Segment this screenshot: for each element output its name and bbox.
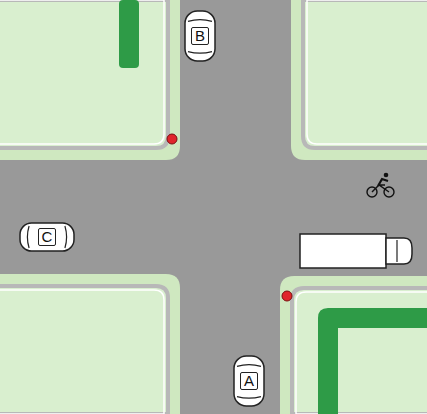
car: A: [233, 355, 265, 407]
curb-line: [292, 288, 427, 414]
city-block: [291, 0, 427, 160]
hedge: [318, 308, 427, 414]
pedestrian-dot: [167, 134, 177, 144]
car-label: A: [240, 372, 258, 390]
curb-line: [0, 290, 164, 414]
city-block: [280, 276, 427, 414]
pedestrian-dot: [282, 291, 292, 301]
curb-line: [307, 0, 427, 144]
city-block: [0, 0, 180, 160]
curb-line: [0, 286, 168, 414]
curb-line: [303, 0, 427, 148]
car-label: B: [191, 27, 209, 45]
curb-line: [296, 292, 427, 414]
city-block: [0, 274, 180, 414]
car-label: C: [38, 228, 57, 246]
truck: [300, 234, 412, 268]
car: B: [184, 10, 216, 62]
cyclist: [367, 173, 394, 197]
curb-line: [0, 0, 168, 148]
car: C: [19, 222, 75, 252]
hedge: [119, 0, 139, 68]
curb-line: [0, 0, 164, 144]
